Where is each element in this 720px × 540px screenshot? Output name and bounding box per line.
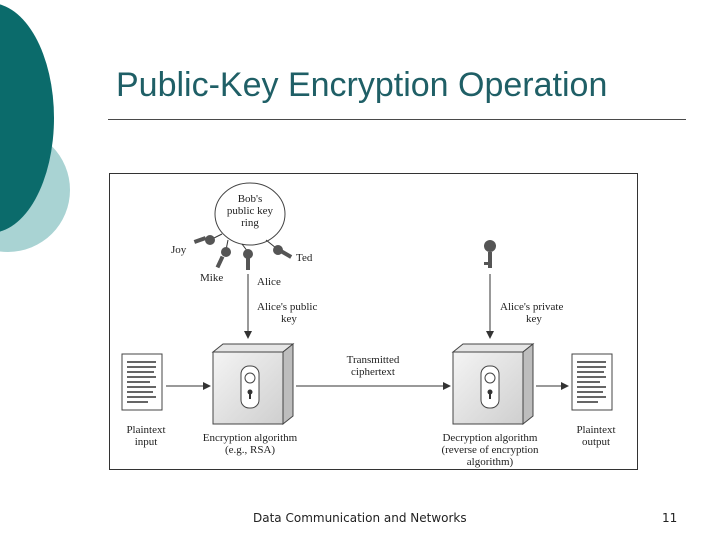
encryption-label-line1: Encryption algorithm: [202, 432, 298, 444]
private-key-label: Alice's private key: [500, 301, 563, 325]
public-key-label: Alice's public key: [257, 301, 317, 325]
key-label-joy: Joy: [171, 244, 187, 256]
plaintext-input-label-line1: Plaintext: [126, 424, 166, 436]
decorative-circles: [0, 4, 70, 252]
key-alice-icon: [241, 243, 253, 270]
key-joy-icon: [193, 233, 223, 245]
plaintext-output-label: Plaintext output: [566, 424, 626, 448]
public-key-label-line2: key: [281, 313, 297, 325]
ciphertext-label: Transmitted ciphertext: [328, 354, 418, 378]
private-key-label-line1: Alice's private: [500, 301, 564, 313]
encryption-diagram: Bob's public key ring Joy Mike Alice Ted…: [109, 173, 638, 470]
plaintext-input-document-icon: [121, 353, 163, 411]
ciphertext-label-line2: ciphertext: [351, 366, 395, 378]
public-key-label-line1: Alice's public: [257, 301, 318, 313]
key-ring-label-line2: public key: [226, 205, 274, 217]
slide-footer: Data Communication and Networks: [253, 511, 467, 525]
page-number: 11: [662, 511, 678, 525]
decor-circle-dark: [0, 4, 54, 232]
key-ring-circle: [214, 182, 286, 246]
key-label-mike: Mike: [200, 272, 224, 284]
key-ring-label-line3: ring: [241, 217, 259, 229]
key-label-ted: Ted: [296, 252, 313, 264]
ciphertext-label-line1: Transmitted: [346, 354, 400, 366]
plaintext-output-label-line1: Plaintext: [576, 424, 616, 436]
slide-title: Public-Key Encryption Operation: [116, 66, 608, 104]
encryption-box-icon: [211, 342, 295, 426]
plaintext-input-label: Plaintext input: [116, 424, 176, 448]
encryption-label-line2: (e.g., RSA): [224, 444, 276, 456]
decryption-label-line3: algorithm): [466, 456, 514, 468]
key-ring-label-line1: Bob's: [237, 193, 263, 205]
diagram-graphics: [121, 182, 613, 426]
private-key-label-line2: key: [526, 313, 542, 325]
plaintext-input-label-line2: input: [134, 436, 158, 448]
key-mike-icon: [215, 239, 231, 269]
decryption-label: Decryption algorithm (reverse of encrypt…: [428, 432, 552, 468]
key-ted-icon: [265, 239, 293, 259]
decryption-label-line2: (reverse of encryption: [441, 444, 539, 456]
decryption-box-icon: [451, 342, 535, 426]
plaintext-output-label-line2: output: [581, 436, 611, 448]
title-divider: [108, 119, 686, 120]
decryption-label-line1: Decryption algorithm: [442, 432, 538, 444]
private-key-icon: [484, 240, 496, 268]
key-ring-label: Bob's public key ring: [222, 193, 278, 229]
plaintext-output-document-icon: [571, 353, 613, 411]
encryption-label: Encryption algorithm (e.g., RSA): [188, 432, 312, 456]
key-label-alice: Alice: [257, 276, 281, 288]
